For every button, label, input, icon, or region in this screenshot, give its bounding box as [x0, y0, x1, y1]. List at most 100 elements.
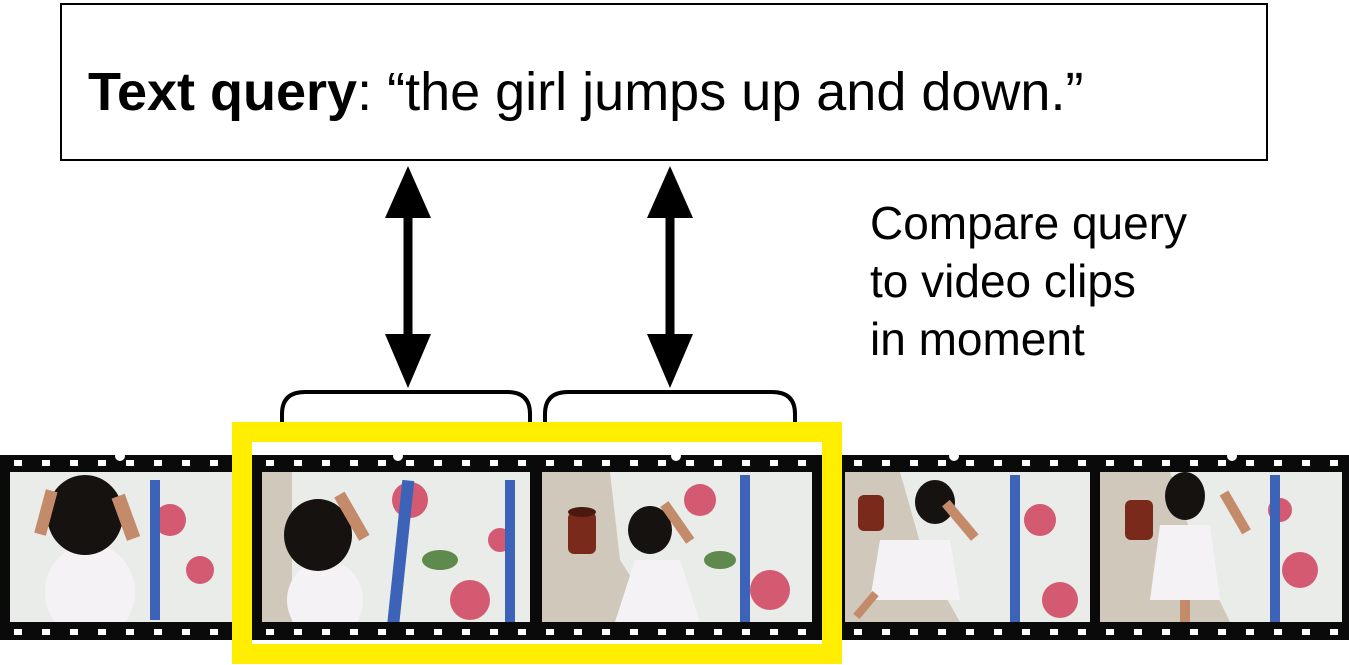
sprocket-hole [1274, 460, 1282, 466]
frame-marker-dot [393, 451, 403, 461]
sprocket-hole [1302, 460, 1310, 466]
sprocket-hole [658, 460, 666, 466]
sprocket-hole [42, 629, 50, 635]
sprocket-hole [770, 460, 778, 466]
sprocket-hole [546, 629, 554, 635]
video-frame-1 [10, 472, 237, 622]
sprocket-hole [742, 629, 750, 635]
sprocket-hole [1190, 629, 1198, 635]
text-query-value: “the girl jumps up and down.” [387, 62, 1084, 122]
frame-marker-dot [1227, 451, 1237, 461]
sprocket-hole [266, 460, 274, 466]
frame-marker-dot [949, 451, 959, 461]
sprocket-hole [462, 629, 470, 635]
video-frame-3 [542, 472, 812, 622]
caption-line-3: in moment [870, 313, 1085, 365]
sprocket-hole [882, 460, 890, 466]
sprocket-hole [966, 629, 974, 635]
sprocket-hole [854, 629, 862, 635]
sprocket-hole [742, 460, 750, 466]
sprocket-hole [574, 460, 582, 466]
sprocket-hole [434, 629, 442, 635]
sprocket-hole [630, 629, 638, 635]
text-query-separator: : [357, 62, 388, 122]
sprocket-hole [630, 460, 638, 466]
sprocket-hole [994, 460, 1002, 466]
clip-bracket-icon-1 [280, 390, 532, 432]
caption-line-2: to video clips [870, 255, 1136, 307]
sprocket-hole [1190, 460, 1198, 466]
sprocket-hole [462, 460, 470, 466]
sprocket-hole [1050, 629, 1058, 635]
text-query: Text query: “the girl jumps up and down.… [88, 65, 1083, 119]
sprocket-hole [490, 629, 498, 635]
moment-highlight-box [232, 422, 842, 664]
sprocket-hole [574, 629, 582, 635]
caption-line-1: Compare query [870, 197, 1188, 249]
sprocket-hole [1022, 629, 1030, 635]
video-frame-2 [262, 472, 530, 622]
sprocket-hole [714, 629, 722, 635]
sprocket-hole [14, 460, 22, 466]
clip-bracket-icon-2 [543, 390, 797, 432]
sprocket-hole [1050, 460, 1058, 466]
sprocket-hole [1218, 460, 1226, 466]
sprocket-hole [686, 629, 694, 635]
sprocket-hole [1302, 629, 1310, 635]
text-query-box: Text query: “the girl jumps up and down.… [60, 3, 1268, 161]
sprocket-hole [882, 629, 890, 635]
sprocket-hole [70, 629, 78, 635]
sprocket-hole [322, 460, 330, 466]
sprocket-hole [798, 460, 806, 466]
sprocket-hole [854, 460, 862, 466]
sprocket-hole [434, 460, 442, 466]
sprocket-hole [378, 460, 386, 466]
sprocket-hole [1330, 629, 1338, 635]
sprocket-hole [210, 460, 218, 466]
sprocket-hole [518, 629, 526, 635]
sprocket-hole [1330, 460, 1338, 466]
sprocket-hole [98, 460, 106, 466]
sprocket-hole [714, 460, 722, 466]
sprocket-hole [154, 629, 162, 635]
sprocket-hole [294, 460, 302, 466]
sprocket-hole [938, 460, 946, 466]
sprocket-hole [266, 629, 274, 635]
sprocket-hole [910, 629, 918, 635]
sprocket-hole [98, 629, 106, 635]
sprocket-hole [322, 629, 330, 635]
film-sprockets-bottom [14, 629, 1338, 635]
video-frame-4 [845, 472, 1090, 622]
video-frame-5 [1100, 472, 1342, 622]
sprocket-hole [910, 460, 918, 466]
sprocket-hole [602, 629, 610, 635]
sprocket-hole [1162, 460, 1170, 466]
sprocket-hole [602, 460, 610, 466]
sprocket-hole [42, 460, 50, 466]
sprocket-hole [1246, 460, 1254, 466]
sprocket-hole [966, 460, 974, 466]
sprocket-hole [14, 629, 22, 635]
sprocket-hole [1106, 629, 1114, 635]
sprocket-hole [378, 629, 386, 635]
sprocket-hole [798, 629, 806, 635]
sprocket-hole [1162, 629, 1170, 635]
sprocket-hole [182, 460, 190, 466]
sprocket-hole [770, 629, 778, 635]
sprocket-hole [546, 460, 554, 466]
sprocket-hole [350, 460, 358, 466]
sprocket-hole [182, 629, 190, 635]
sprocket-hole [994, 629, 1002, 635]
sprocket-hole [1134, 460, 1142, 466]
sprocket-hole [1134, 629, 1142, 635]
sprocket-hole [1106, 460, 1114, 466]
frame-marker-dot [115, 451, 125, 461]
sprocket-hole [1218, 629, 1226, 635]
sprocket-hole [350, 629, 358, 635]
sprocket-hole [406, 460, 414, 466]
sprocket-hole [126, 629, 134, 635]
sprocket-hole [1274, 629, 1282, 635]
sprocket-hole [518, 460, 526, 466]
sprocket-hole [1078, 629, 1086, 635]
